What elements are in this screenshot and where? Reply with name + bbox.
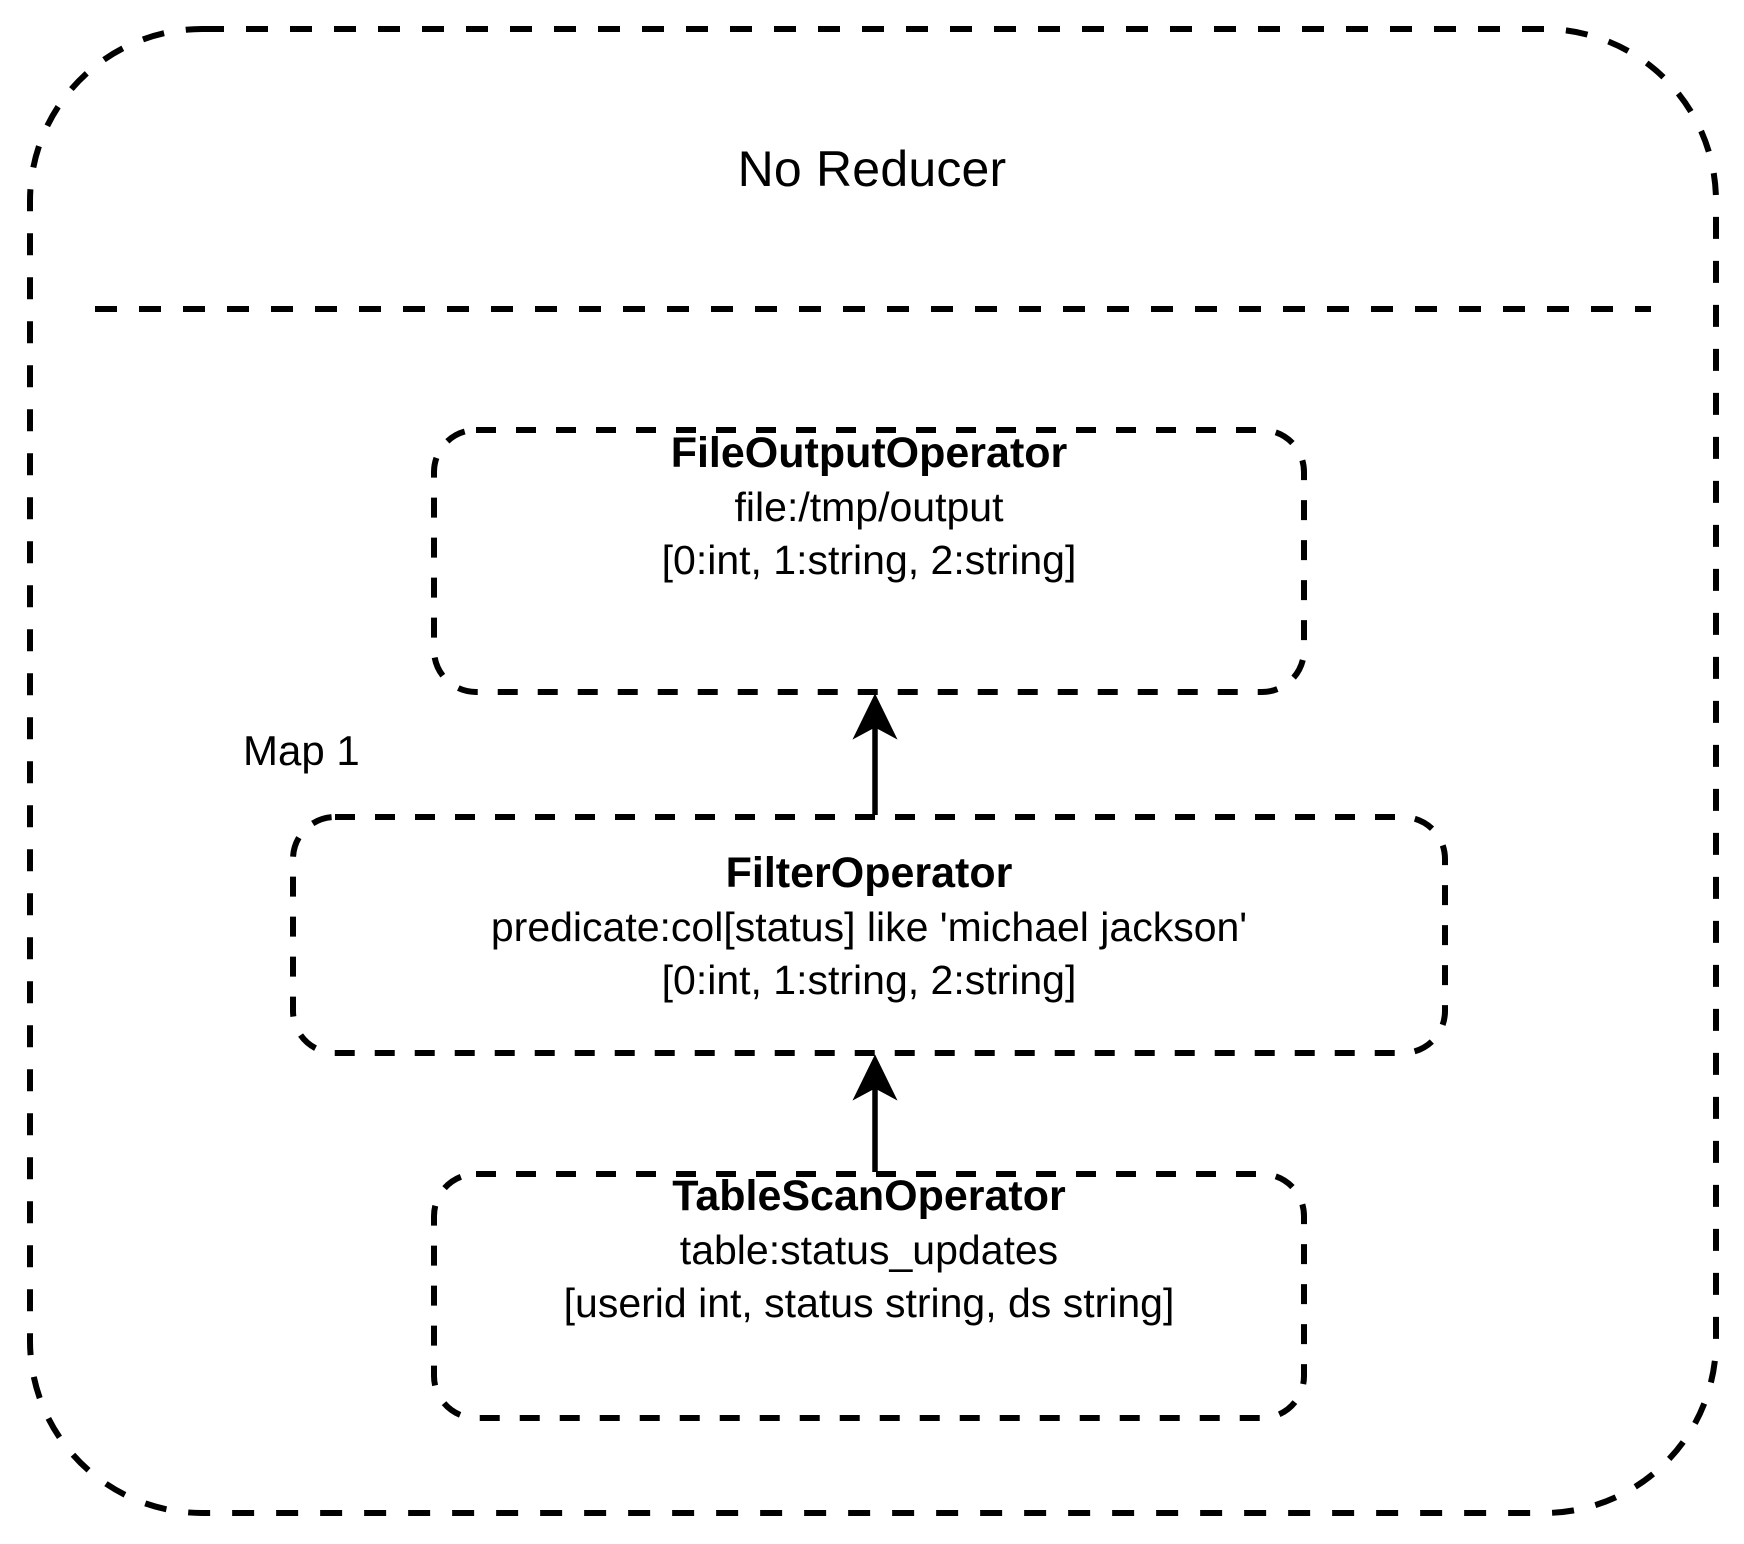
filter-operator-detail-predicate: predicate:col[status] like 'michael jack… (490, 904, 1248, 950)
filter-operator-label-group: FilterOperator predicate:col[status] lik… (290, 845, 1448, 1007)
stage-title: No Reducer (737, 141, 1007, 197)
file-output-operator-detail-schema: [0:int, 1:string, 2:string] (661, 537, 1077, 583)
filter-operator-detail-schema: [0:int, 1:string, 2:string] (661, 957, 1077, 1003)
table-scan-operator-label-group: TableScanOperator table:status_updates [… (431, 1168, 1307, 1330)
file-output-operator-title: FileOutputOperator (670, 429, 1068, 477)
file-output-operator-detail-path: file:/tmp/output (734, 484, 1004, 530)
filter-operator-title: FilterOperator (725, 849, 1013, 897)
table-scan-operator-box (431, 1171, 1307, 1421)
filter-operator-box (290, 814, 1448, 1056)
table-scan-operator-title: TableScanOperator (672, 1172, 1066, 1220)
file-output-operator-label-group: FileOutputOperator file:/tmp/output [0:i… (431, 425, 1307, 587)
table-scan-operator-detail-table: table:status_updates (679, 1227, 1059, 1273)
table-scan-operator-detail-schema: [userid int, status string, ds string] (563, 1280, 1175, 1326)
file-output-operator-box (431, 427, 1307, 695)
stage-label-map-1: Map 1 (243, 727, 360, 774)
